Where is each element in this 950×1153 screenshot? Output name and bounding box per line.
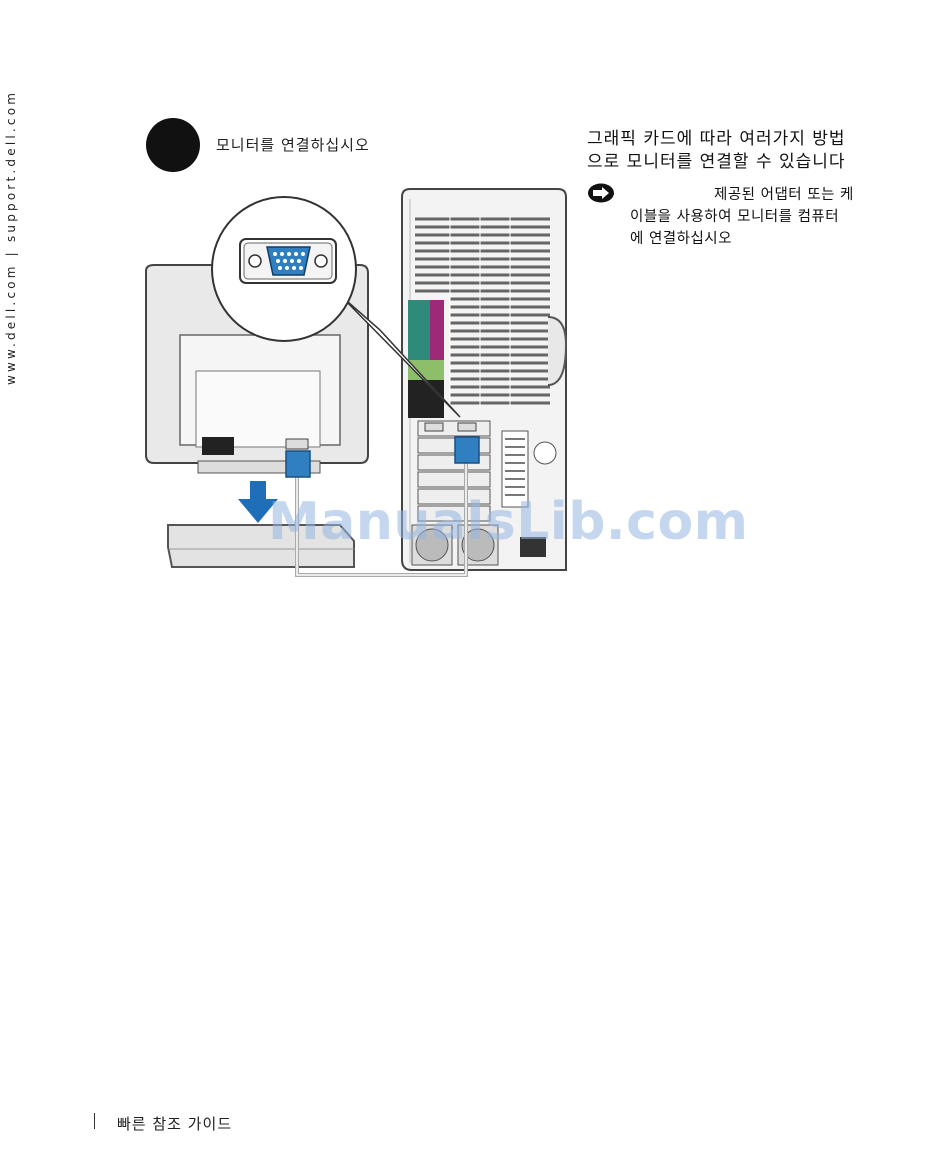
notice-text: 제공된 어댑터 또는 케 이블을 사용하여 모니터를 컴퓨터 에 연결하십시오	[630, 184, 890, 250]
notice-line-2: 이블을 사용하여 모니터를 컴퓨터	[630, 206, 890, 228]
intro-line-1: 그래픽 카드에 따라 여러가지 방법	[587, 128, 887, 151]
intro-paragraph: 그래픽 카드에 따라 여러가지 방법 으로 모니터를 연결할 수 있습니다	[587, 128, 887, 174]
step-marker	[146, 118, 200, 172]
footer-divider	[94, 1113, 95, 1129]
notice-line-3: 에 연결하십시오	[630, 228, 890, 250]
footer-title: 빠른 참조 가이드	[117, 1113, 232, 1134]
watermark: ManualsLib.com	[268, 492, 748, 552]
intro-line-2: 으로 모니터를 연결할 수 있습니다	[587, 151, 887, 174]
notice-line-1: 제공된 어댑터 또는 케	[630, 184, 890, 206]
step-title: 모니터를 연결하십시오	[216, 134, 370, 155]
sidebar-url: www.dell.com | support.dell.com	[4, 90, 18, 385]
notice-icon	[587, 183, 615, 207]
